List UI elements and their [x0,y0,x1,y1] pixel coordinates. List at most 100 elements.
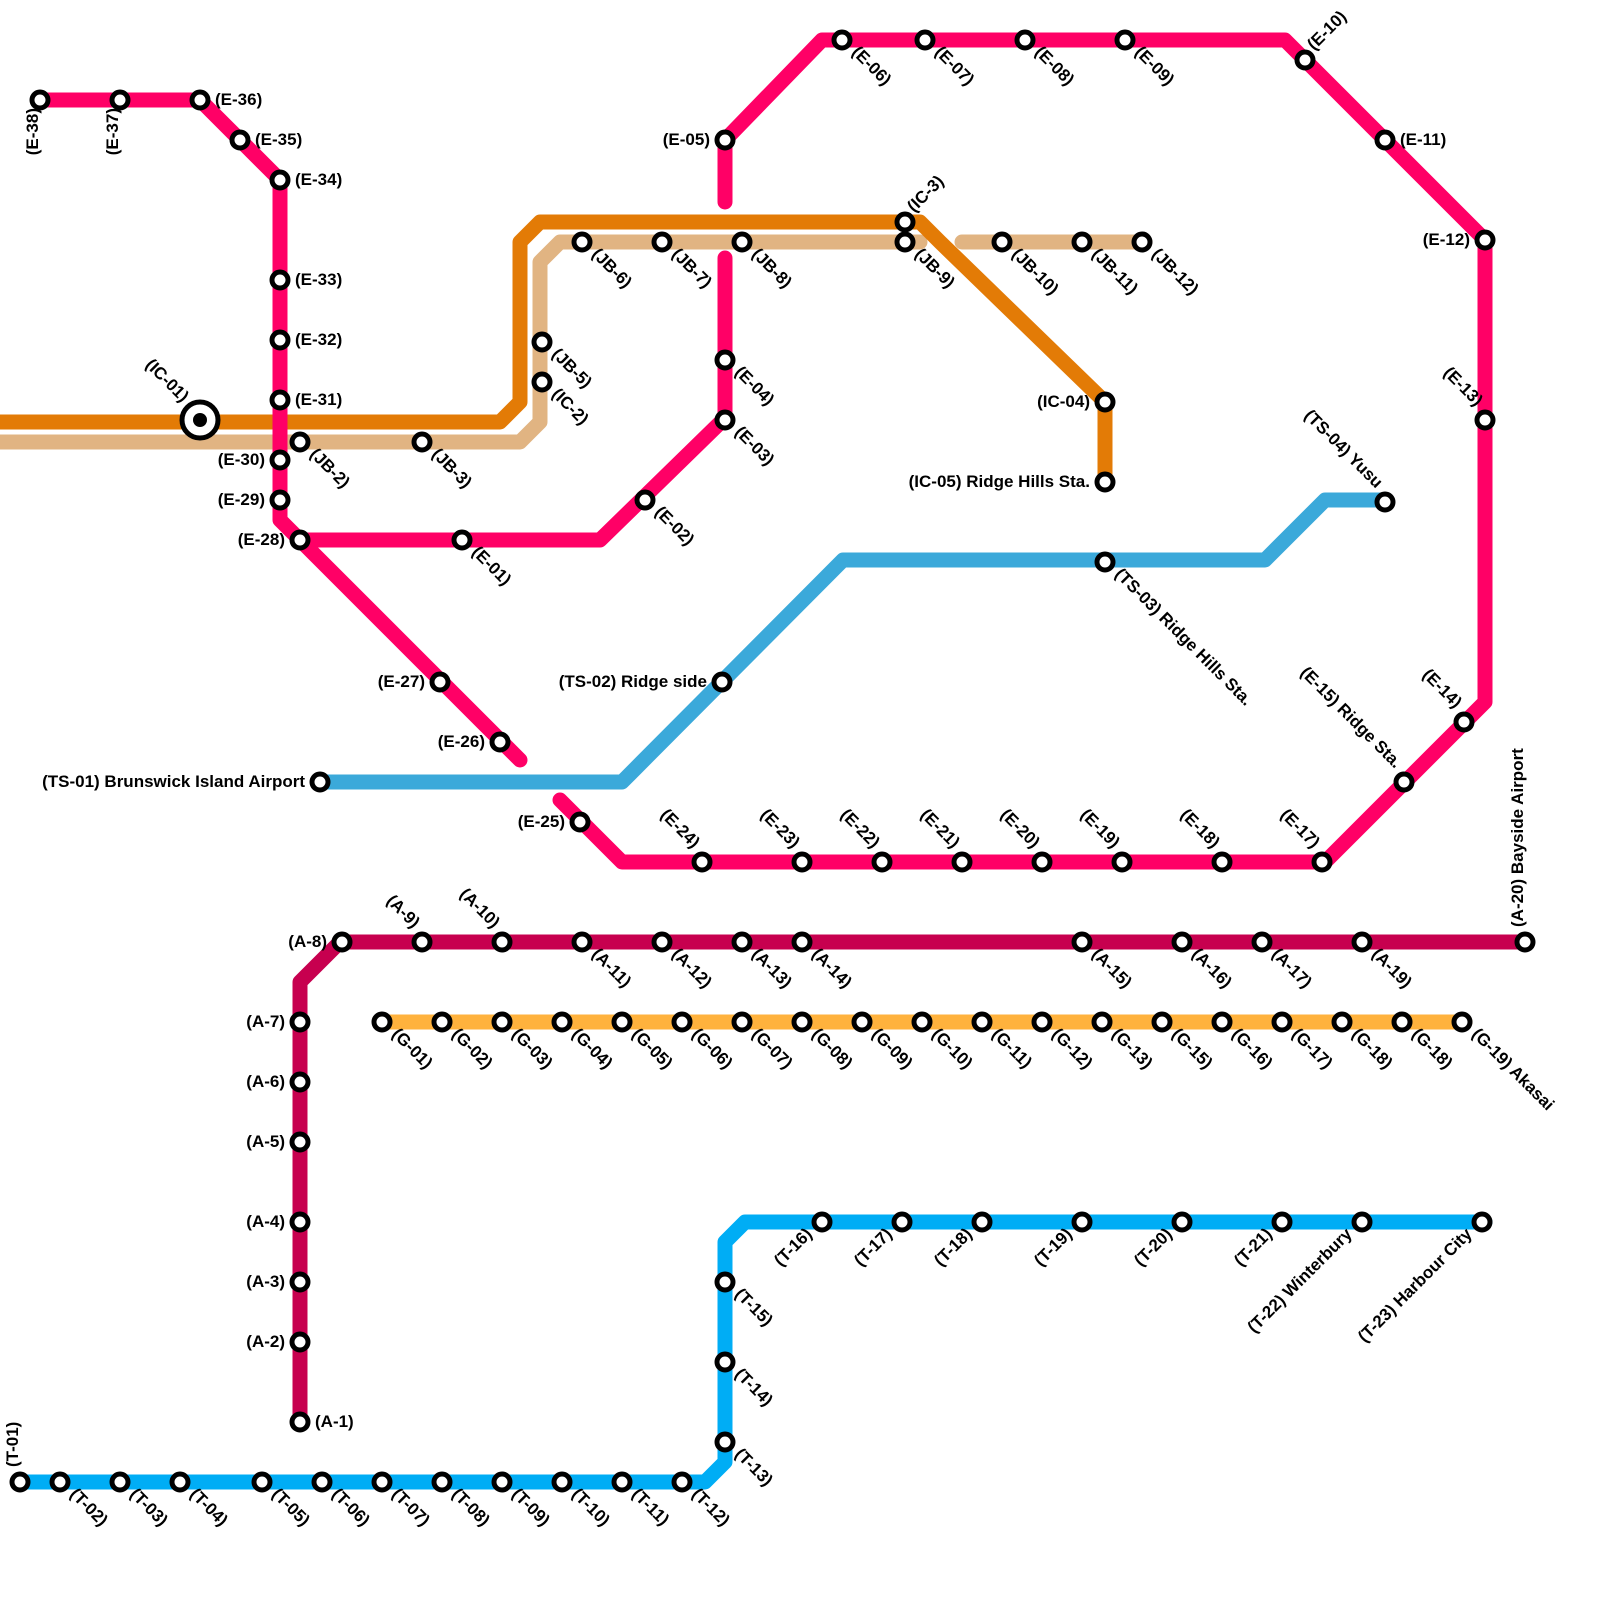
station-e31[interactable] [269,389,291,411]
station-e30[interactable] [269,449,291,471]
station-g03[interactable] [491,1011,513,1033]
station-e12[interactable] [1474,229,1496,251]
station-t05[interactable] [251,1471,273,1493]
station-ic04[interactable] [1094,391,1116,413]
station-t04[interactable] [169,1471,191,1493]
station-g19[interactable] [1451,1011,1473,1033]
station-t01[interactable] [9,1471,31,1493]
station-e21[interactable] [951,851,973,873]
station-e11[interactable] [1374,129,1396,151]
station-e03[interactable] [714,409,736,431]
station-jb3[interactable] [411,431,433,453]
station-jb8[interactable] [731,231,753,253]
station-a20[interactable] [1514,931,1536,953]
station-e33[interactable] [269,269,291,291]
station-a15[interactable] [1071,931,1093,953]
station-a17[interactable] [1251,931,1273,953]
station-a3[interactable] [289,1271,311,1293]
station-e18[interactable] [1211,851,1233,873]
station-e24[interactable] [691,851,713,873]
station-a11[interactable] [571,931,593,953]
station-a6[interactable] [289,1071,311,1093]
station-t14[interactable] [714,1351,736,1373]
station-interchange-ic-01[interactable] [179,399,221,441]
station-a13[interactable] [731,931,753,953]
station-ic3[interactable] [894,211,916,233]
station-a10[interactable] [491,931,513,953]
station-e15[interactable] [1393,771,1415,793]
station-ts01[interactable] [309,771,331,793]
station-e08[interactable] [1014,29,1036,51]
station-e20[interactable] [1031,851,1053,873]
station-g06[interactable] [671,1011,693,1033]
station-ts04[interactable] [1374,491,1396,513]
station-e10[interactable] [1294,49,1316,71]
station-e27[interactable] [429,671,451,693]
station-jb6[interactable] [571,231,593,253]
station-ts03[interactable] [1094,551,1116,573]
station-a2[interactable] [289,1331,311,1353]
station-g18b[interactable] [1391,1011,1413,1033]
station-g15[interactable] [1151,1011,1173,1033]
station-ts02[interactable] [711,671,733,693]
station-t11[interactable] [611,1471,633,1493]
station-e29[interactable] [269,489,291,511]
station-e32[interactable] [269,329,291,351]
station-jb2[interactable] [289,431,311,453]
station-t21[interactable] [1271,1211,1293,1233]
station-a5[interactable] [289,1131,311,1153]
station-t17[interactable] [891,1211,913,1233]
station-a12[interactable] [651,931,673,953]
station-ic05[interactable] [1094,471,1116,493]
station-e36[interactable] [189,89,211,111]
station-jb11[interactable] [1071,231,1093,253]
station-g05[interactable] [611,1011,633,1033]
station-e13[interactable] [1474,409,1496,431]
station-t15[interactable] [714,1271,736,1293]
station-e04[interactable] [714,349,736,371]
station-e09[interactable] [1114,29,1136,51]
station-g04[interactable] [551,1011,573,1033]
station-t09[interactable] [491,1471,513,1493]
station-a7[interactable] [289,1011,311,1033]
station-e02[interactable] [634,489,656,511]
station-e26[interactable] [489,731,511,753]
station-e37[interactable] [109,89,131,111]
station-e22[interactable] [871,851,893,873]
station-e23[interactable] [791,851,813,873]
station-e19[interactable] [1111,851,1133,873]
station-g11[interactable] [971,1011,993,1033]
station-t06[interactable] [311,1471,333,1493]
station-e28[interactable] [289,529,311,551]
station-g13[interactable] [1091,1011,1113,1033]
station-a14[interactable] [791,931,813,953]
station-e06[interactable] [831,29,853,51]
station-jb9[interactable] [894,231,916,253]
station-g09[interactable] [851,1011,873,1033]
station-g10[interactable] [911,1011,933,1033]
station-g16[interactable] [1211,1011,1233,1033]
station-g18a[interactable] [1331,1011,1353,1033]
station-e07[interactable] [914,29,936,51]
station-a8[interactable] [331,931,353,953]
station-t03[interactable] [109,1471,131,1493]
station-e05[interactable] [714,129,736,151]
station-jb12[interactable] [1131,231,1153,253]
station-e34[interactable] [269,169,291,191]
station-t08[interactable] [431,1471,453,1493]
station-g12[interactable] [1031,1011,1053,1033]
station-t16[interactable] [811,1211,833,1233]
station-a19[interactable] [1351,931,1373,953]
station-e17[interactable] [1311,851,1333,873]
station-g08[interactable] [791,1011,813,1033]
station-g02[interactable] [431,1011,453,1033]
station-t12[interactable] [671,1471,693,1493]
station-a1[interactable] [289,1411,311,1433]
station-t20[interactable] [1171,1211,1193,1233]
station-jb10[interactable] [991,231,1013,253]
station-t07[interactable] [371,1471,393,1493]
station-jb5[interactable] [531,331,553,353]
station-ic2[interactable] [531,371,553,393]
station-t19[interactable] [1071,1211,1093,1233]
station-t18[interactable] [971,1211,993,1233]
